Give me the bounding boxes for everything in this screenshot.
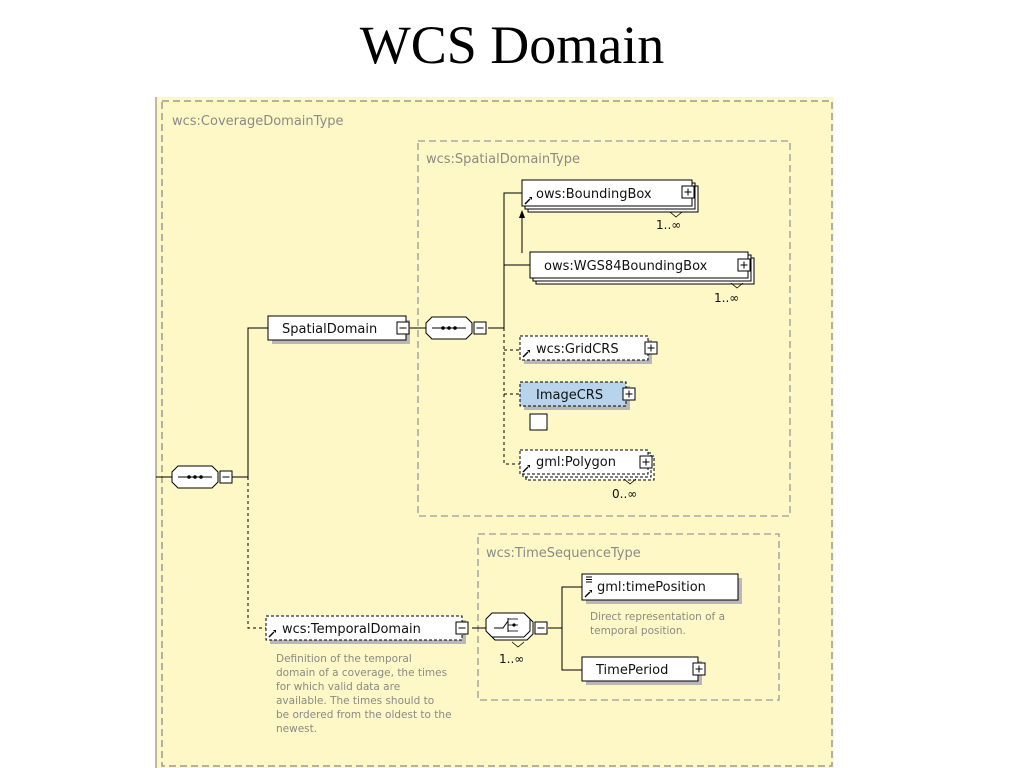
grid-crs-expand-icon[interactable] <box>644 341 658 355</box>
grid-crs-label: wcs:GridCRS <box>536 342 619 357</box>
time-period-element[interactable]: TimePeriod <box>581 656 702 685</box>
svg-text:newest.: newest. <box>276 723 317 735</box>
reference-arrow-icon <box>522 465 530 473</box>
wgs84-bounding-box-element[interactable]: ows:WGS84BoundingBox <box>529 251 755 285</box>
reference-arrow-icon <box>268 630 276 638</box>
wgs84-bounding-box-label: ows:WGS84BoundingBox <box>544 259 708 274</box>
spatial-domain-collapse-icon[interactable] <box>396 321 410 335</box>
spatial-sequence-compositor[interactable] <box>425 316 473 340</box>
svg-text:temporal position.: temporal position. <box>590 625 686 637</box>
simple-content-icon <box>586 576 592 583</box>
time-period-expand-icon[interactable] <box>692 662 706 676</box>
wgs84-bounding-box-expand-icon[interactable] <box>737 258 751 272</box>
temporal-domain-element[interactable]: wcs:TemporalDomain <box>265 615 466 644</box>
temporal-domain-label: wcs:TemporalDomain <box>282 622 421 637</box>
temporal-domain-documentation: Definition of the temporal domain of a c… <box>276 653 452 735</box>
svg-text:be ordered from the oldest to: be ordered from the oldest to the <box>276 709 452 721</box>
reference-arrow-icon <box>584 590 592 598</box>
bounding-box-cardinality: 1..∞ <box>656 218 681 232</box>
wgs84-cardinality-marker <box>730 282 744 289</box>
time-sequence-type-group <box>477 533 780 701</box>
image-crs-empty-box <box>529 413 548 431</box>
spatial-sequence-collapse-icon[interactable] <box>473 321 487 335</box>
coverage-domain-panel <box>156 97 834 768</box>
connectors <box>156 192 582 671</box>
svg-text:Direct representation of a: Direct representation of a <box>590 611 725 623</box>
time-period-label: TimePeriod <box>595 663 668 678</box>
gml-polygon-element[interactable]: gml:Polygon <box>519 449 655 481</box>
svg-text:for which valid data are: for which valid data are <box>276 681 400 693</box>
gml-polygon-expand-icon[interactable] <box>639 455 653 469</box>
image-crs-expand-icon[interactable] <box>622 387 636 401</box>
coverage-domain-border <box>161 100 833 767</box>
time-position-element[interactable]: gml:timePosition <box>581 573 742 604</box>
image-crs-element[interactable]: ImageCRS <box>519 381 630 410</box>
gml-polygon-label: gml:Polygon <box>536 455 616 470</box>
time-choice-collapse-icon[interactable] <box>534 621 548 635</box>
time-position-label: gml:timePosition <box>597 580 706 595</box>
wgs84-bounding-box-cardinality: 1..∞ <box>714 291 739 305</box>
spatial-domain-type-label: wcs:SpatialDomainType <box>426 152 580 167</box>
root-collapse-icon[interactable] <box>219 470 233 484</box>
gml-polygon-cardinality-marker <box>623 478 637 485</box>
coverage-domain-type-label: wcs:CoverageDomainType <box>172 114 344 129</box>
bounding-box-expand-icon[interactable] <box>681 185 695 199</box>
bounding-box-cardinality-marker <box>669 211 683 218</box>
svg-text:available. The times should to: available. The times should to <box>276 695 434 707</box>
svg-text:Definition of the temporal: Definition of the temporal <box>276 653 412 665</box>
spatial-domain-element[interactable]: SpatialDomain <box>267 315 410 344</box>
substitution-arrow-head <box>519 210 525 218</box>
root-sequence-compositor[interactable] <box>171 465 219 489</box>
time-choice-compositor[interactable] <box>485 612 534 641</box>
time-choice-cardinality: 1..∞ <box>499 652 524 666</box>
time-choice-cardinality-marker <box>511 641 525 648</box>
temporal-domain-collapse-icon[interactable] <box>455 621 469 635</box>
time-sequence-type-label: wcs:TimeSequenceType <box>486 546 641 561</box>
svg-text:domain of a coverage, the time: domain of a coverage, the times <box>276 667 447 679</box>
time-position-documentation: Direct representation of a temporal posi… <box>590 611 725 637</box>
reference-arrow-icon <box>524 197 532 205</box>
spatial-domain-label: SpatialDomain <box>282 322 377 337</box>
image-crs-label: ImageCRS <box>536 388 603 403</box>
gml-polygon-cardinality: 0..∞ <box>612 487 637 501</box>
bounding-box-label: ows:BoundingBox <box>536 187 652 202</box>
grid-crs-element[interactable]: wcs:GridCRS <box>519 335 652 364</box>
bounding-box-element[interactable]: ows:BoundingBox <box>521 179 699 213</box>
reference-arrow-icon <box>522 350 530 358</box>
slide-title: WCS Domain <box>359 15 665 75</box>
